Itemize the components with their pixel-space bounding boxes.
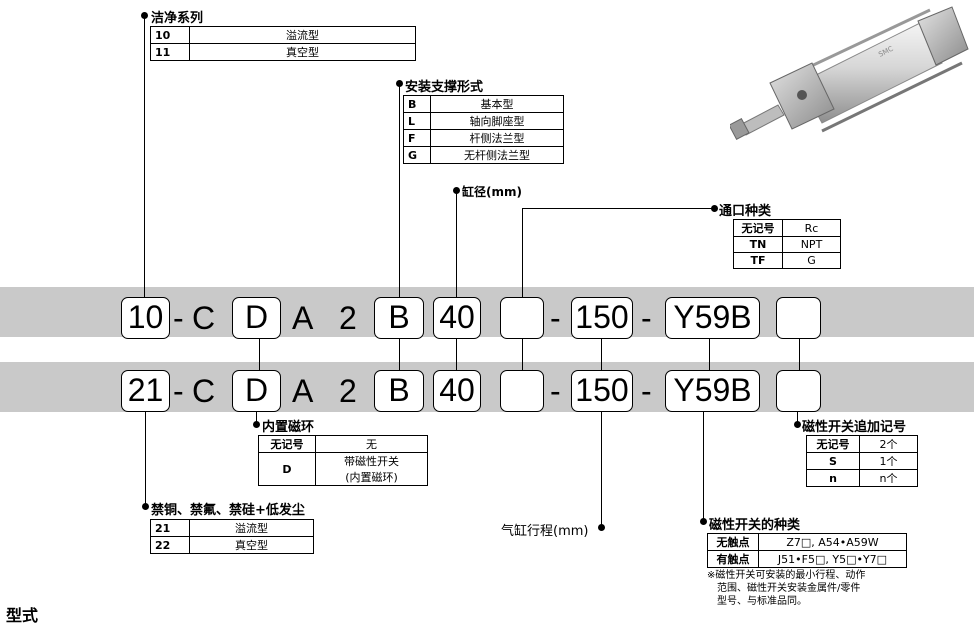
stroke-line (601, 412, 602, 527)
code1-dash-b: - (550, 300, 561, 336)
code1-suffix (776, 297, 821, 339)
mount-title: 安装支撑形式 (405, 80, 484, 95)
code2-c: C (192, 373, 216, 409)
code1-d: D (232, 297, 281, 339)
bore-dot (453, 187, 460, 194)
link-switch (709, 338, 710, 370)
clean-title: 洁净系列 (151, 11, 204, 26)
code2-dash-b: - (550, 373, 561, 409)
clean-line (144, 15, 145, 297)
link-d (259, 338, 260, 370)
bore-line (456, 191, 457, 298)
cylinder-illustration: SMC (730, 6, 969, 141)
code2-prefix: 21 (121, 370, 170, 412)
code2-suffix (776, 370, 821, 412)
magnet-line (256, 412, 257, 424)
magnet-dot (253, 421, 260, 428)
code1-a: A (292, 300, 314, 336)
suffix-line (797, 412, 798, 424)
suffix-dot (794, 421, 801, 428)
link-stroke (601, 338, 602, 370)
code2-2: 2 (339, 373, 357, 409)
port-line-h (522, 208, 713, 209)
code2-dash-c: - (641, 373, 652, 409)
table-row: 无记号无 (258, 435, 428, 453)
port-dot (711, 205, 718, 212)
code1-dash-a: - (173, 300, 184, 336)
stroke-label: 气缸行程(mm) (501, 524, 589, 539)
switch-note-2: 范围、磁性开关安装金属件/零件 (717, 583, 861, 594)
code1-stroke: 150 (571, 297, 633, 339)
link-port (522, 338, 523, 370)
code2-stroke: 150 (571, 370, 633, 412)
code1-c: C (192, 300, 216, 336)
switch-line (703, 412, 704, 521)
mount-line (399, 84, 400, 298)
switch-dot (700, 518, 707, 525)
bore-label: 缸径(mm) (462, 185, 522, 199)
code1-prefix: 10 (121, 297, 170, 339)
code1-b: B (374, 297, 424, 339)
copper-title: 禁铜、禁氟、禁硅+低发尘 (151, 503, 305, 518)
code1-dash-c: - (641, 300, 652, 336)
link-b (399, 338, 400, 370)
code1-switch: Y59B (665, 297, 760, 339)
mount-dot (396, 80, 403, 87)
copper-line (145, 412, 146, 506)
port-title: 通口种类 (719, 204, 772, 219)
switch-kind-title: 磁性开关的种类 (709, 518, 801, 533)
code2-a: A (292, 373, 314, 409)
copper-dot (142, 503, 149, 510)
magnet-title: 内置磁环 (262, 420, 315, 435)
magnet-table: 无记号无 D 带磁性开关(内置磁环) (258, 435, 428, 486)
link-bore (456, 338, 457, 370)
switch-note-3: 型号、与标准品同。 (717, 596, 807, 607)
code2-port (500, 370, 544, 412)
switch-num-title: 磁性开关追加记号 (802, 420, 907, 435)
code2-bore: 40 (433, 370, 481, 412)
code1-2: 2 (339, 300, 357, 336)
port-line-v (522, 208, 523, 298)
page-title: 型式 (6, 606, 39, 625)
stroke-dot (598, 524, 605, 531)
switch-note-1: ※磁性开关可安装的最小行程、动作 (707, 570, 866, 581)
code1-bore: 40 (433, 297, 481, 339)
code2-switch: Y59B (665, 370, 760, 412)
code2-dash-a: - (173, 373, 184, 409)
code1-port (500, 297, 544, 339)
table-row: D 带磁性开关(内置磁环) (258, 452, 428, 486)
code2-d: D (232, 370, 281, 412)
code2-b: B (374, 370, 424, 412)
link-suffix (799, 338, 800, 370)
